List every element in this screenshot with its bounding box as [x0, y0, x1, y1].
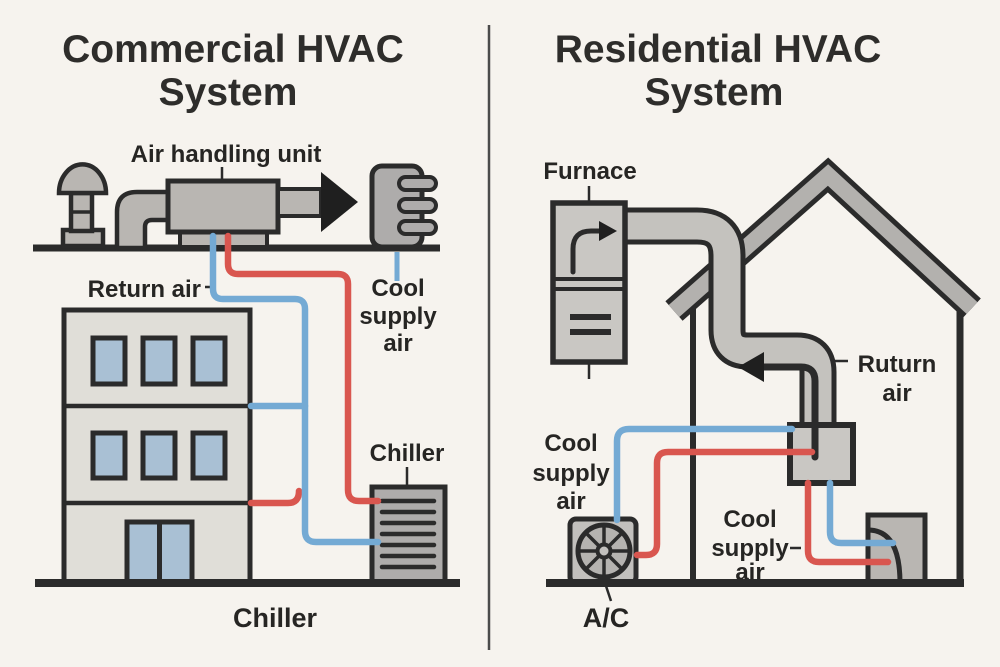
window	[140, 335, 178, 387]
return-airflow-arrow-tail	[758, 363, 819, 461]
warm-return-branch-pipe	[247, 487, 303, 507]
warm-line-from-ac	[633, 448, 816, 559]
roof-vent-icon	[56, 162, 109, 249]
window	[90, 430, 128, 481]
warm-line-to-register	[804, 479, 892, 566]
commercial-title-line1: Commercial HVAC	[62, 28, 404, 71]
residential-pipes	[613, 425, 897, 566]
coil-loop-3	[397, 219, 438, 236]
ac-fan-hub	[595, 542, 613, 560]
office-building	[61, 307, 253, 586]
commercial-panel: Commercial HVAC System Air handling unit	[33, 28, 460, 633]
supply-arrow-shaft	[276, 187, 323, 218]
ac-label: A/C	[583, 603, 630, 633]
cool-supply-indoor-label-line2: supply	[711, 535, 789, 562]
ac-condenser-unit	[567, 516, 639, 586]
ahu-body	[165, 178, 281, 235]
duct-fill	[625, 212, 832, 428]
cool-supply-air-label-line3: air	[383, 330, 412, 357]
commercial-title-line2: System	[159, 71, 298, 114]
return-duct	[625, 207, 837, 428]
cool-line-to-register	[826, 479, 897, 547]
chiller-fins	[379, 498, 437, 570]
window	[90, 335, 128, 387]
residential-panel: Residential HVAC System Furnace	[532, 28, 981, 633]
cool-supply-pipe	[209, 232, 382, 546]
chiller-caption: Chiller	[233, 603, 318, 633]
chiller-unit	[369, 484, 448, 586]
warm-return-pipe	[224, 232, 382, 505]
cool-supply-outdoor-label-line3: air	[556, 488, 585, 515]
residential-title-line2: System	[645, 71, 784, 114]
cool-supply-air-label-line2: supply	[359, 303, 437, 330]
roof-vent-cap	[56, 162, 109, 196]
return-air-label: Return air	[88, 276, 201, 303]
residential-return-air-label-line1: Ruturn	[858, 351, 937, 378]
corner-supply-duct	[865, 512, 928, 586]
coil-loop-1	[397, 175, 438, 192]
ac-label-connector	[604, 585, 613, 602]
furnace-body	[550, 200, 628, 365]
window	[190, 430, 228, 481]
furnace-airflow-arrow-head-icon	[599, 221, 617, 241]
cool-supply-outdoor-label-line2: supply	[532, 460, 610, 487]
coil-loop-2	[397, 197, 438, 214]
cool-supply-outdoor-label-line1: Cool	[544, 430, 597, 457]
condenser-coil-unit	[369, 163, 438, 250]
furnace-unit	[550, 200, 628, 379]
residential-return-air-label-line2: air	[882, 380, 911, 407]
window	[140, 430, 178, 481]
cool-line-to-ac	[613, 425, 796, 524]
furnace-label: Furnace	[543, 158, 636, 185]
air-handling-unit	[165, 172, 358, 249]
window	[190, 335, 228, 387]
cool-supply-air-label-line1: Cool	[371, 275, 424, 302]
supply-arrow-head-icon	[321, 172, 358, 232]
furnace-airflow-arrow-tail	[570, 228, 603, 275]
chiller-unit-label: Chiller	[370, 440, 445, 467]
commercial-pipes	[209, 232, 382, 546]
cool-supply-indoor-label-line1: Cool	[723, 506, 776, 533]
air-handling-unit-label: Air handling unit	[131, 141, 322, 168]
residential-title-line1: Residential HVAC	[555, 28, 882, 71]
return-airflow-arrow-head-icon	[738, 352, 764, 382]
